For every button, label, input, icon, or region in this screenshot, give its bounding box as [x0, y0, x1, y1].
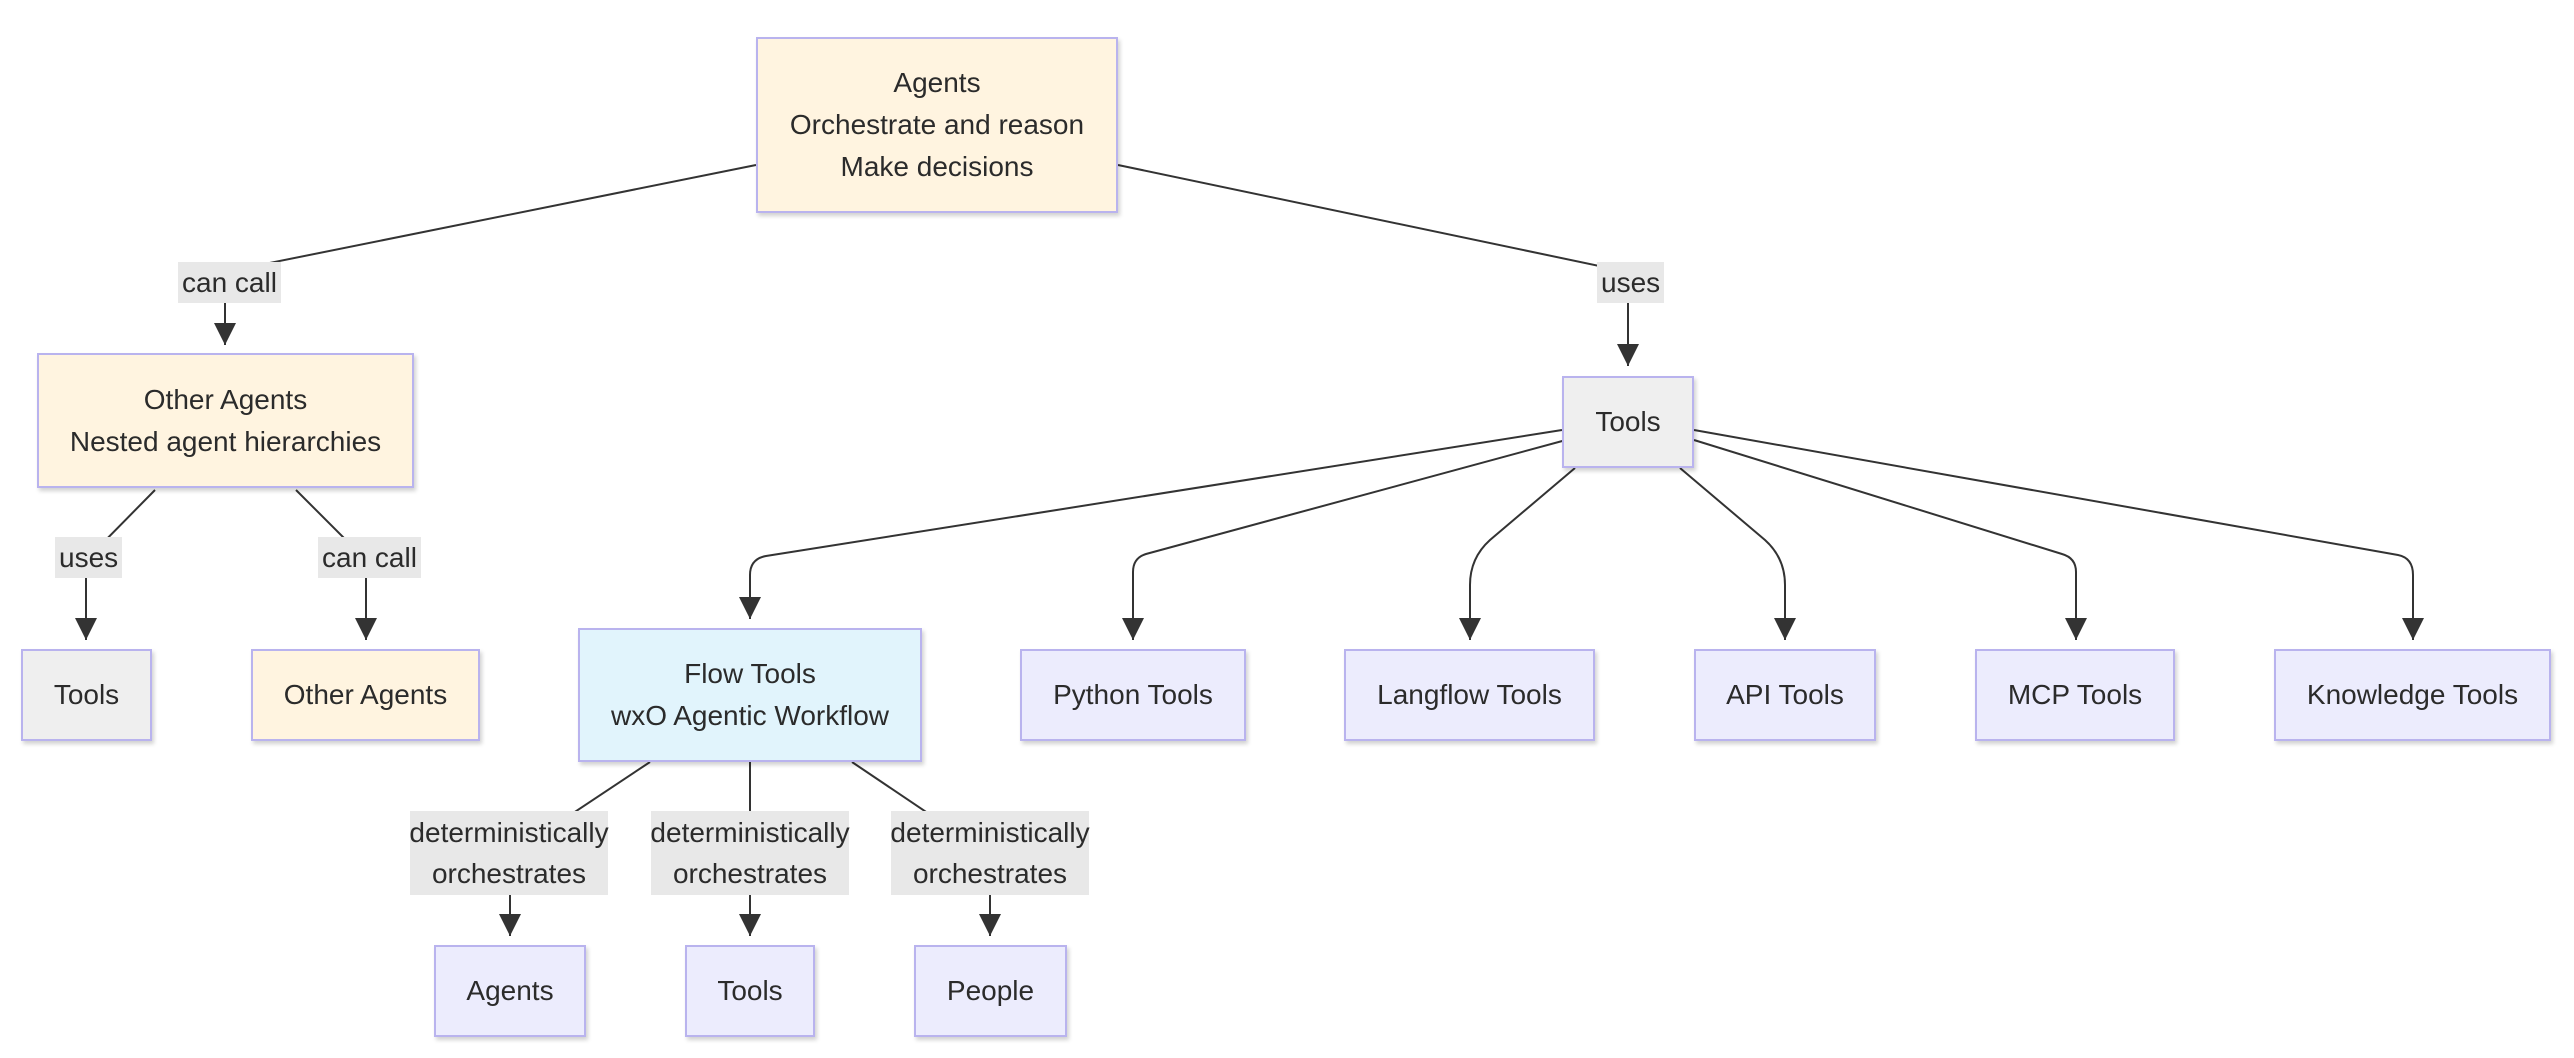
knowledge-tools-title: Knowledge Tools — [2306, 679, 2519, 710]
edge-label-orchestrates-agents-line1: deterministically — [409, 817, 609, 848]
flow-tools-line1: wxO Agentic Workflow — [610, 700, 890, 731]
other-agents-title: Other Agents — [143, 383, 308, 415]
edge-label-can-call-2: can call — [318, 537, 421, 578]
other-agents-leaf-node: Other Agents — [251, 649, 480, 741]
edge-label-orchestrates-agents: deterministically orchestrates — [409, 811, 609, 895]
edge-label-orchestrates-people-line1: deterministically — [890, 817, 1090, 848]
people-leaf-node: People — [914, 945, 1067, 1037]
edge-tools-to-python-tools — [1122, 439, 1567, 640]
edge-label-uses-2-text: uses — [59, 542, 119, 573]
mcp-tools-node: MCP Tools — [1975, 649, 2175, 741]
edge-tools-to-api-tools — [1679, 467, 1796, 640]
langflow-tools-title: Langflow Tools — [1377, 679, 1562, 710]
agents-leaf-node: Agents — [434, 945, 586, 1037]
edge-agents-to-tools — [1117, 164, 1639, 366]
api-tools-node: API Tools — [1694, 649, 1876, 741]
edge-label-can-call-1: can call — [178, 262, 281, 303]
edge-label-orchestrates-agents-line2: orchestrates — [431, 858, 587, 889]
edge-label-uses-1: uses — [1597, 262, 1665, 303]
edge-label-orchestrates-tools-line2: orchestrates — [672, 858, 828, 889]
python-tools-title: Python Tools — [1053, 679, 1213, 710]
edge-label-can-call-1-text: can call — [182, 267, 277, 298]
edge-label-orchestrates-tools: deterministically orchestrates — [650, 811, 850, 895]
edge-label-orchestrates-people: deterministically orchestrates — [890, 811, 1090, 895]
edge-agents-to-other-agents — [214, 164, 757, 345]
edge-label-uses-1-text: uses — [1601, 267, 1661, 298]
other-agents-node: Other Agents Nested agent hierarchies — [37, 353, 414, 488]
edge-tools-to-mcp-tools — [1693, 439, 2087, 640]
flow-tools-title: Flow Tools — [684, 658, 816, 689]
langflow-tools-node: Langflow Tools — [1344, 649, 1595, 741]
people-leaf-title: People — [946, 975, 1035, 1006]
api-tools-title: API Tools — [1726, 679, 1844, 710]
edge-label-uses-2: uses — [55, 537, 123, 578]
tools-left-title: Tools — [53, 679, 120, 710]
edge-label-orchestrates-tools-line1: deterministically — [650, 817, 850, 848]
agents-root-line2: Make decisions — [840, 151, 1034, 182]
edge-tools-to-flow-tools — [739, 429, 1563, 619]
knowledge-tools-node: Knowledge Tools — [2274, 649, 2551, 741]
edge-tools-to-langflow-tools — [1459, 467, 1576, 640]
tools-leaf-title: Tools — [717, 975, 783, 1006]
tools-main-title: Tools — [1595, 406, 1661, 437]
agents-root-line1: Orchestrate and reason — [789, 109, 1085, 140]
mcp-tools-title: MCP Tools — [2007, 679, 2143, 710]
edge-tools-to-knowledge-tools — [1693, 429, 2424, 640]
agents-root-node: Agents Orchestrate and reason Make decis… — [756, 37, 1118, 213]
python-tools-node: Python Tools — [1020, 649, 1246, 741]
edge-label-can-call-2-text: can call — [322, 542, 417, 573]
other-agents-leaf-title: Other Agents — [283, 679, 448, 710]
agents-leaf-title: Agents — [466, 975, 554, 1006]
edge-label-orchestrates-people-line2: orchestrates — [912, 858, 1068, 889]
other-agents-line1: Nested agent hierarchies — [69, 425, 382, 457]
flow-tools-node: Flow Tools wxO Agentic Workflow — [578, 628, 922, 762]
tools-leaf-node: Tools — [685, 945, 815, 1037]
tools-main-node: Tools — [1562, 376, 1694, 468]
agents-root-title: Agents — [893, 67, 981, 98]
tools-left-node: Tools — [21, 649, 152, 741]
